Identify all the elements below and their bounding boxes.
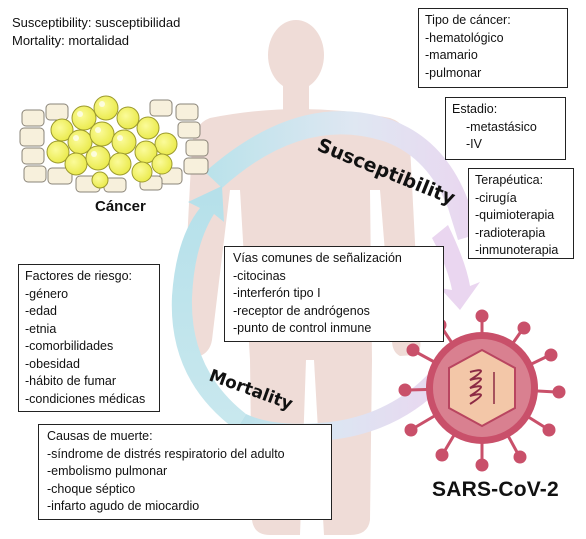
legend-susceptibility: Susceptibility: susceptibilidad bbox=[12, 15, 181, 30]
causes-of-death-box: Causas de muerte: -síndrome de distrés r… bbox=[38, 424, 332, 520]
virus-illustration bbox=[398, 309, 566, 472]
therapeutics-item: -inmunoterapia bbox=[475, 243, 559, 257]
death-item: -embolismo pulmonar bbox=[47, 464, 168, 478]
risk-item: -comorbilidades bbox=[25, 339, 114, 353]
risk-item: -condiciones médicas bbox=[25, 391, 146, 406]
risk-item: -edad bbox=[25, 304, 57, 318]
therapeutics-title: Terapéutica: bbox=[475, 173, 544, 187]
stage-item: -metastásico bbox=[466, 119, 537, 134]
death-item: -choque séptico bbox=[47, 481, 136, 496]
therapeutics-item: -quimioterapia bbox=[475, 208, 555, 222]
cancer-type-title: Tipo de cáncer: bbox=[425, 13, 511, 27]
cancer-cells bbox=[19, 95, 209, 193]
stage-title: Estadio: bbox=[452, 102, 498, 116]
pathways-item: -punto de control inmune bbox=[233, 321, 372, 335]
risk-item: -obesidad bbox=[25, 356, 80, 371]
risk-item: -etnia bbox=[25, 321, 57, 336]
death-item: -síndrome de distrés respiratorio del ad… bbox=[47, 446, 285, 461]
risk-item: -hábito de fumar bbox=[25, 374, 117, 388]
therapeutics-item: -radioterapia bbox=[475, 225, 546, 240]
sars-cov-2-label: SARS-CoV-2 bbox=[432, 478, 559, 501]
pathways-title: Vías comunes de señalización bbox=[233, 251, 402, 265]
pathways-item: -receptor de andrógenos bbox=[233, 303, 370, 318]
risk-factors-box: Factores de riesgo: -género -edad -etnia… bbox=[18, 264, 160, 412]
cancer-type-box: Tipo de cáncer: -hematológico -mamario -… bbox=[418, 8, 568, 88]
pathways-item: -citocinas bbox=[233, 268, 286, 283]
cancer-type-item: -mamario bbox=[425, 48, 478, 62]
therapeutics-item: -cirugía bbox=[475, 190, 517, 205]
therapeutics-box: Terapéutica: -cirugía -quimioterapia -ra… bbox=[468, 168, 574, 259]
death-title: Causas de muerte: bbox=[47, 429, 153, 443]
stage-box: Estadio: -metastásico -IV bbox=[445, 97, 566, 160]
mortality-arrow bbox=[171, 186, 246, 430]
cancer-type-item: -pulmonar bbox=[425, 65, 482, 80]
pathways-item: -interferón tipo I bbox=[233, 286, 321, 300]
susceptibility-arrow bbox=[205, 111, 478, 240]
death-item: -infarto agudo de miocardio bbox=[47, 499, 200, 513]
risk-title: Factores de riesgo: bbox=[25, 269, 132, 283]
cancer-type-item: -hematológico bbox=[425, 30, 504, 45]
risk-item: -género bbox=[25, 286, 69, 301]
cancer-label: Cáncer bbox=[95, 198, 146, 215]
translation-legend: Susceptibility: susceptibilidad Mortalit… bbox=[12, 14, 180, 50]
stage-item: -IV bbox=[466, 137, 482, 151]
legend-mortality: Mortality: mortalidad bbox=[12, 33, 130, 48]
signaling-pathways-box: Vías comunes de señalización -citocinas … bbox=[224, 246, 444, 342]
